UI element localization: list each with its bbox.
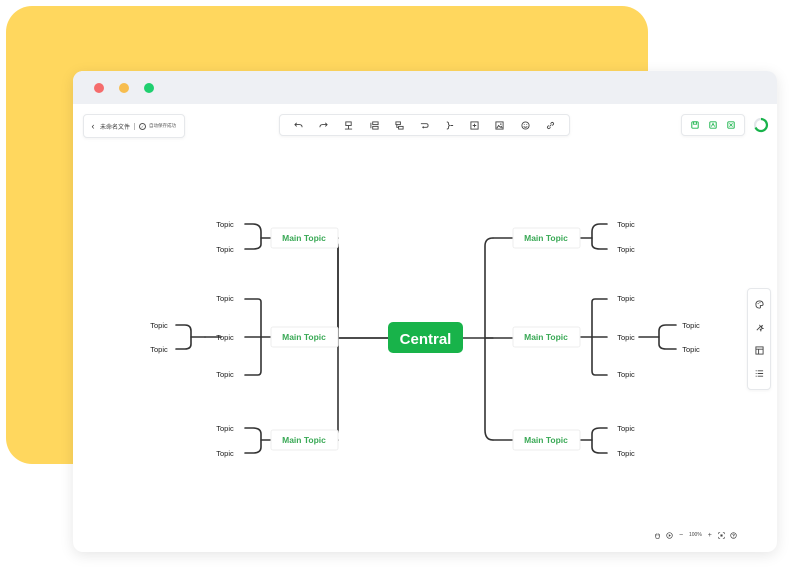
mindmap-canvas[interactable]: Central Main Topic Main Topic Main Topic… [73, 71, 777, 552]
subtopic-label[interactable]: Topic [216, 424, 234, 433]
maximize-window-button[interactable] [144, 83, 154, 93]
side-panel [747, 288, 771, 390]
zoom-level: 100% [689, 532, 702, 538]
file-name[interactable]: 未命名文件 [100, 124, 131, 131]
divider [134, 122, 136, 130]
connector-line [175, 324, 192, 350]
subtopic-label[interactable]: Topic [617, 370, 635, 379]
close-window-button[interactable] [94, 83, 104, 93]
subtopic-label[interactable]: Topic [216, 220, 234, 229]
image-icon[interactable] [494, 119, 506, 131]
zoom-out-icon[interactable]: − [678, 531, 684, 539]
zoom-in-icon[interactable]: + [707, 531, 712, 539]
main-topic-label: Main Topic [524, 233, 568, 243]
subtopic-label[interactable]: Topic [216, 449, 234, 458]
subtopic-label[interactable]: Topic [617, 294, 635, 303]
help-icon[interactable] [730, 531, 738, 539]
link-icon[interactable] [544, 119, 556, 131]
undo-icon[interactable] [293, 119, 305, 131]
main-topic-label: Main Topic [282, 435, 326, 445]
subtopic-label[interactable]: Topic [617, 449, 635, 458]
main-topic-right-top[interactable]: Main Topic [512, 227, 581, 249]
save-icon[interactable] [690, 120, 700, 130]
play-icon[interactable] [665, 531, 673, 539]
subtopic-label[interactable]: Topic [216, 294, 234, 303]
main-topic-left-top[interactable]: Main Topic [270, 227, 339, 249]
main-topic-left-middle[interactable]: Main Topic [270, 326, 339, 348]
connector-line [244, 427, 262, 454]
toolbar [279, 114, 570, 136]
relationship-icon[interactable] [418, 119, 430, 131]
main-topic-right-middle[interactable]: Main Topic [512, 326, 581, 348]
connector-line [244, 223, 262, 250]
summary-icon[interactable] [444, 119, 456, 131]
connector-line [658, 324, 677, 350]
main-topic-label: Main Topic [524, 332, 568, 342]
subtopic-label[interactable]: Topic [617, 245, 635, 254]
format-painter-icon[interactable] [343, 119, 355, 131]
redo-icon[interactable] [318, 119, 330, 131]
hand-icon[interactable] [653, 531, 661, 539]
main-topic-right-bottom[interactable]: Main Topic [512, 429, 581, 451]
outline-icon[interactable] [753, 368, 765, 380]
connector-line [484, 237, 494, 441]
subtopic-label[interactable]: Topic [682, 321, 700, 330]
subtopic-label[interactable]: Topic [617, 333, 635, 342]
subtopic-label[interactable]: Topic [617, 220, 635, 229]
main-topic-label: Main Topic [524, 435, 568, 445]
subtopic-label[interactable]: Topic [216, 333, 234, 342]
subtopic-label[interactable]: Topic [216, 245, 234, 254]
fit-screen-icon[interactable] [718, 531, 726, 539]
central-node[interactable]: Central [388, 322, 463, 353]
connector-line [329, 237, 390, 339]
connector-line [591, 223, 608, 250]
progress-ring-icon[interactable] [753, 117, 769, 133]
export-excel-icon[interactable] [726, 120, 736, 130]
main-topic-left-bottom[interactable]: Main Topic [270, 429, 339, 451]
layout-icon[interactable] [753, 345, 765, 357]
check-circle-icon: ✓ [139, 122, 147, 130]
boundary-icon[interactable] [469, 119, 481, 131]
minimize-window-button[interactable] [119, 83, 129, 93]
style-icon[interactable] [753, 322, 765, 334]
central-topic-label: Central [400, 331, 452, 348]
theme-palette-icon[interactable] [753, 299, 765, 311]
insert-topic-icon[interactable] [368, 119, 380, 131]
subtopic-label[interactable]: Topic [150, 321, 168, 330]
subtopic-label[interactable]: Topic [617, 424, 635, 433]
connector-line [591, 427, 608, 454]
save-status: 自动保存成功 [149, 123, 177, 128]
chevron-left-icon[interactable]: ‹ [91, 121, 95, 131]
main-topic-label: Main Topic [282, 233, 326, 243]
emoji-icon[interactable] [519, 119, 531, 131]
export-panel [681, 114, 745, 136]
zoom-bar: − 100% + [653, 529, 738, 541]
main-topic-label: Main Topic [282, 332, 326, 342]
subtopic-label[interactable]: Topic [150, 345, 168, 354]
app-window: Central Main Topic Main Topic Main Topic… [73, 71, 777, 552]
file-panel: ‹ 未命名文件 ✓ 自动保存成功 [83, 114, 185, 138]
export-image-icon[interactable] [708, 120, 718, 130]
insert-subtopic-icon[interactable] [393, 119, 405, 131]
subtopic-label[interactable]: Topic [216, 370, 234, 379]
subtopic-label[interactable]: Topic [682, 345, 700, 354]
title-bar [73, 71, 777, 104]
